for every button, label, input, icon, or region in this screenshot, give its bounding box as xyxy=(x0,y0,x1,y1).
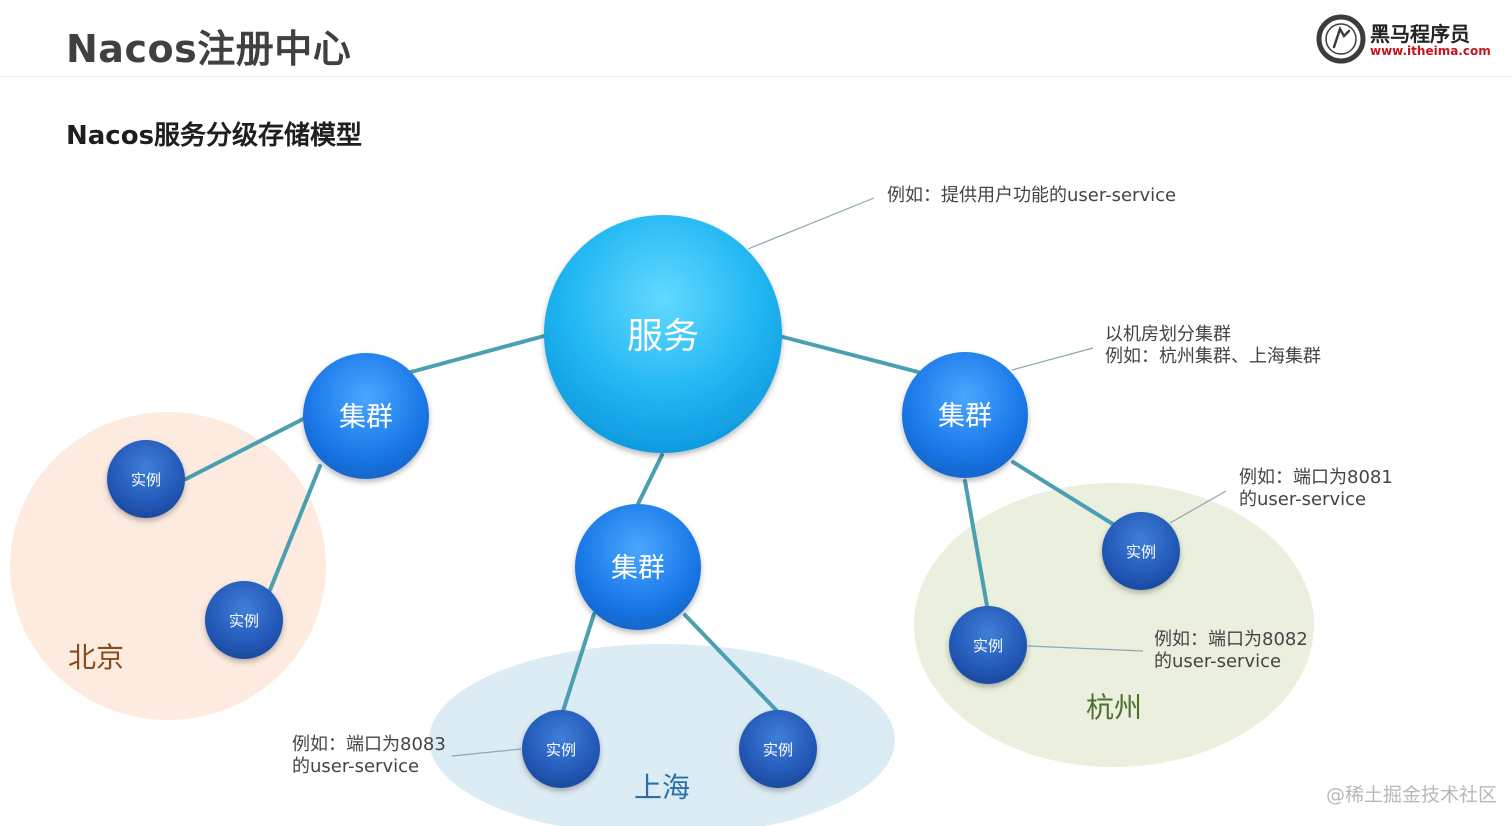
connectors xyxy=(184,334,1118,714)
edge-cluster-center-inst-1 xyxy=(561,612,596,713)
leader-inst-8081 xyxy=(1169,490,1227,524)
logo-url: www.itheima.com xyxy=(1370,44,1491,58)
annotation-8082-line2: 的user-service xyxy=(1154,651,1282,672)
leader-lines xyxy=(451,197,1227,757)
header-bar xyxy=(0,0,1512,78)
annotation-8081-line2: 的user-service xyxy=(1239,489,1367,510)
leader-cluster xyxy=(1011,347,1094,371)
instance-node-label: 实例 xyxy=(229,612,259,630)
edge-cluster-left-inst-2 xyxy=(268,464,322,592)
edge-cluster-center-inst-2 xyxy=(683,613,780,714)
annotation-cluster: 以机房划分集群 例如：杭州集群、上海集群 xyxy=(1105,324,1321,368)
cluster-node-center xyxy=(575,504,701,630)
annotation-cluster-line1: 以机房划分集群 xyxy=(1105,324,1231,345)
annotation-instance-8082: 例如：端口为8082 的user-service xyxy=(1154,629,1308,673)
edge-service-cluster-right xyxy=(781,335,920,374)
leader-inst-8082 xyxy=(1027,645,1144,652)
instance-node-label: 实例 xyxy=(1126,543,1156,561)
edge-cluster-right-inst-1 xyxy=(1011,460,1118,528)
instance-node xyxy=(949,606,1027,684)
region-label-beijing: 北京 xyxy=(68,641,125,674)
instance-node xyxy=(522,710,600,788)
annotation-8082-line1: 例如：端口为8082 xyxy=(1154,629,1308,650)
instance-node-label: 实例 xyxy=(546,741,576,759)
instance-node-label: 实例 xyxy=(763,741,793,759)
annotation-8083-line2: 的user-service xyxy=(292,756,420,777)
cluster-node-left-label: 集群 xyxy=(339,402,393,433)
cluster-node-center-label: 集群 xyxy=(611,553,665,584)
hangzhou-region xyxy=(914,483,1314,767)
edge-service-cluster-left xyxy=(409,334,546,374)
leader-inst-8083 xyxy=(451,748,522,757)
page-title: Nacos注册中心 xyxy=(66,27,352,71)
region-label-hangzhou: 杭州 xyxy=(1086,691,1143,724)
instance-node xyxy=(1102,512,1180,590)
watermark: @稀土掘金技术社区 xyxy=(1326,784,1498,806)
instance-node xyxy=(107,440,185,518)
service-node xyxy=(544,215,782,453)
brand-logo: 黑马程序员 www.itheima.com xyxy=(1316,14,1496,66)
annotation-8083-line1: 例如：端口为8083 xyxy=(292,734,446,755)
instance-node xyxy=(205,581,283,659)
instance-node xyxy=(739,710,817,788)
annotation-instance-8083: 例如：端口为8083 的user-service xyxy=(292,734,446,778)
annotation-8081-line1: 例如：端口为8081 xyxy=(1239,467,1393,488)
edge-cluster-left-inst-1 xyxy=(184,416,307,481)
horse-logo-icon xyxy=(1316,14,1366,64)
cluster-node-left xyxy=(303,353,429,479)
edge-cluster-right-inst-2 xyxy=(963,479,989,608)
section-subtitle: Nacos服务分级存储模型 xyxy=(66,121,363,151)
annotation-service: 例如：提供用户功能的user-service xyxy=(887,185,1177,206)
annotation-instance-8081: 例如：端口为8081 的user-service xyxy=(1239,467,1393,511)
region-label-shanghai: 上海 xyxy=(634,771,691,804)
header-divider xyxy=(0,76,1512,77)
logo-name: 黑马程序员 xyxy=(1370,22,1470,46)
service-node-label: 服务 xyxy=(627,316,699,357)
cluster-node-right xyxy=(902,352,1028,478)
cluster-node-right-label: 集群 xyxy=(938,401,992,432)
annotation-cluster-line2: 例如：杭州集群、上海集群 xyxy=(1105,346,1321,367)
edge-service-cluster-center xyxy=(636,453,664,506)
instance-node-label: 实例 xyxy=(973,637,1003,655)
leader-service xyxy=(747,197,875,250)
instance-node-label: 实例 xyxy=(131,471,161,489)
